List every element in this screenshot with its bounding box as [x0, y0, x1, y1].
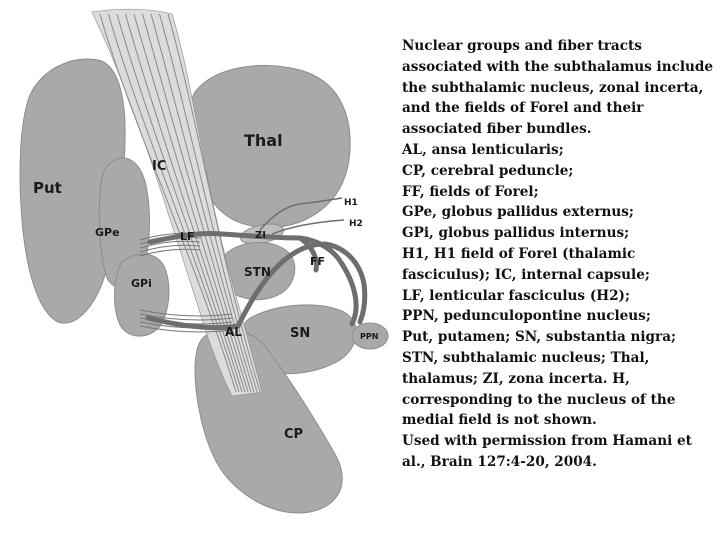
label-al: AL [225, 325, 242, 339]
label-stn: STN [244, 265, 271, 279]
h2-tract [271, 219, 345, 235]
internal-capsule-fibers [99, 13, 261, 393]
label-gpi: GPi [131, 277, 152, 290]
caption-line: FF, fields of Forel; [402, 183, 539, 200]
label-h2: H2 [349, 219, 363, 229]
label-ff: FF [310, 255, 325, 268]
caption-line: Put, putamen; SN, substantia nigra; [402, 329, 677, 346]
caption-line: thalamus; ZI, zona incerta. H, [402, 370, 630, 387]
label-zi: ZI [255, 230, 266, 241]
fiber-strand [139, 309, 233, 317]
gpi-shape [114, 253, 170, 337]
ppn-shape [351, 322, 389, 350]
fiber-strand [159, 13, 258, 393]
fiber-strand [142, 13, 252, 393]
fiber-strand [167, 13, 261, 393]
caption-line: Used with permission from Hamani et [402, 433, 692, 450]
caption-line: fasciculus); IC, internal capsule; [402, 266, 650, 283]
label-ppn: PPN [360, 332, 378, 341]
caption-line: corresponding to the nucleus of the [402, 391, 676, 408]
caption-line: GPe, globus pallidus externus; [402, 204, 634, 221]
caption-line: STN, subthalamic nucleus; Thal, [402, 349, 650, 366]
caption-line: al., Brain 127:4-20, 2004. [402, 453, 597, 470]
caption-line: Nuclear groups and fiber tracts [402, 38, 642, 54]
subthalamus-diagram: Put GPe GPi IC Thal LF ZI STN FF H1 H2 A… [19, 8, 389, 514]
caption-line: AL, ansa lenticularis; [402, 141, 564, 158]
label-gpe: GPe [95, 226, 120, 239]
fiber-strand [150, 13, 255, 393]
caption-line: associated fiber bundles. [402, 121, 592, 138]
label-put: Put [33, 179, 62, 197]
caption-line: CP, cerebral peduncle; [402, 162, 574, 179]
ansa-lenticularis-tract [145, 241, 368, 331]
label-h1: H1 [344, 198, 358, 208]
fiber-strand [139, 248, 201, 257]
fiber-strand [139, 325, 233, 333]
putamen-shape [19, 58, 126, 324]
fiber-strand [139, 240, 201, 249]
caption-line: the subthalamic nucleus, zonal incerta, [402, 79, 704, 96]
fiber-strand [139, 244, 201, 253]
caption-line: associated with the subthalamus include [402, 58, 714, 75]
label-lf: LF [180, 230, 195, 243]
caption-line: H1, H1 field of Forel (thalamic [402, 245, 636, 262]
caption-line: GPi, globus pallidus internus; [402, 225, 630, 242]
label-sn: SN [290, 326, 310, 341]
caption-line: PPN, pedunculopontine nucleus; [402, 308, 651, 325]
h1-tract [259, 197, 343, 231]
fiber-strand [108, 13, 240, 393]
label-ic: IC [152, 159, 166, 174]
label-cp: CP [284, 427, 303, 442]
caption-line: LF, lenticular fasciculus (H2); [402, 287, 631, 304]
fiber-strand [133, 13, 249, 393]
fiber-strand [125, 13, 246, 393]
fiber-strand [116, 13, 243, 393]
fiber-strand [99, 13, 237, 393]
figure-caption: Nuclear groups and fiber tracts associate… [402, 36, 714, 473]
caption-line: medial field is not shown. [402, 412, 597, 429]
caption-line: and the fields of Forel and their [402, 100, 644, 117]
fields-of-forel-tract [297, 235, 359, 327]
label-thal: Thal [244, 131, 283, 150]
